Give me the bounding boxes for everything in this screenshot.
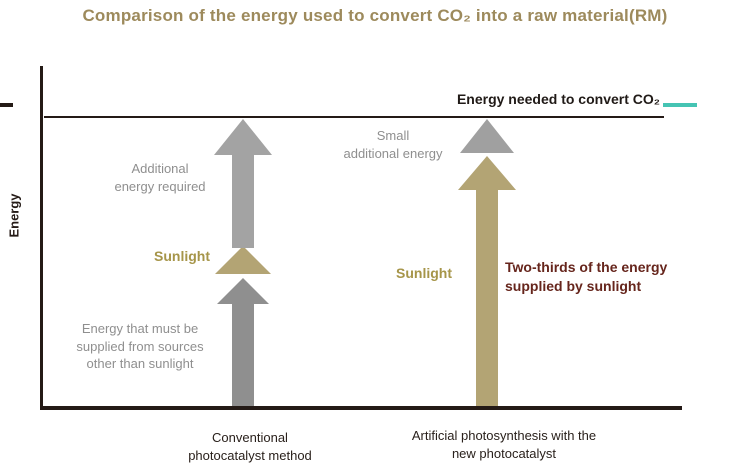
left-category-label: Conventional photocatalyst method xyxy=(158,429,342,463)
y-axis-tick xyxy=(0,103,13,107)
sunlight-share-note: Two-thirds of the energy supplied by sun… xyxy=(505,258,710,296)
left-additional-energy-label: Additional energy required xyxy=(95,160,225,195)
left-category-line2: photocatalyst method xyxy=(188,448,312,463)
left-additional-energy-line1: Additional xyxy=(131,161,189,176)
left-nonsolar-line1: Energy that must be xyxy=(81,321,199,336)
right-category-line2: new photocatalyst xyxy=(451,446,557,462)
left-additional-energy-line2: energy required xyxy=(114,178,206,194)
left-nonsolar-energy-label: Energy that must be supplied from source… xyxy=(58,320,222,373)
right-category-label: Artificial photosynthesis with the new p… xyxy=(368,427,640,463)
left-bar-upper-arrow-shaft xyxy=(232,153,254,248)
right-bar-sunlight-arrowhead-icon xyxy=(458,156,516,190)
right-category-line1: Artificial photosynthesis with the xyxy=(411,428,597,443)
target-energy-label: Energy needed to convert CO₂ xyxy=(456,91,660,107)
chart-title: Comparison of the energy used to convert… xyxy=(82,6,668,25)
y-axis-label: Energy xyxy=(6,193,22,238)
right-additional-energy-line2: additional energy xyxy=(343,145,443,161)
y-axis-line xyxy=(40,66,43,410)
left-nonsolar-line2: supplied from sources xyxy=(76,338,204,354)
left-nonsolar-line3: other than sunlight xyxy=(86,356,194,372)
right-bar-additional-arrowhead-icon xyxy=(460,119,514,153)
left-bar-lower-arrow-shaft xyxy=(232,300,254,406)
left-bar-sunlight-arrowhead-icon xyxy=(215,246,271,274)
x-axis-line xyxy=(40,406,682,410)
sunlight-share-note-line1: Two-thirds of the energy xyxy=(505,259,668,275)
left-category-line1: Conventional xyxy=(212,430,288,445)
target-energy-line xyxy=(44,116,664,118)
left-bar-upper-arrowhead-icon xyxy=(214,119,272,155)
right-additional-energy-line1: Small xyxy=(376,128,410,143)
teal-accent-line xyxy=(663,103,697,107)
right-sunlight-label: Sunlight xyxy=(396,265,452,281)
left-sunlight-label: Sunlight xyxy=(154,248,210,264)
right-additional-energy-label: Small additional energy xyxy=(330,127,456,162)
right-bar-sunlight-arrow-shaft xyxy=(476,186,498,406)
left-bar-lower-arrowhead-icon xyxy=(217,278,269,304)
sunlight-share-note-line2: supplied by sunlight xyxy=(505,277,642,294)
